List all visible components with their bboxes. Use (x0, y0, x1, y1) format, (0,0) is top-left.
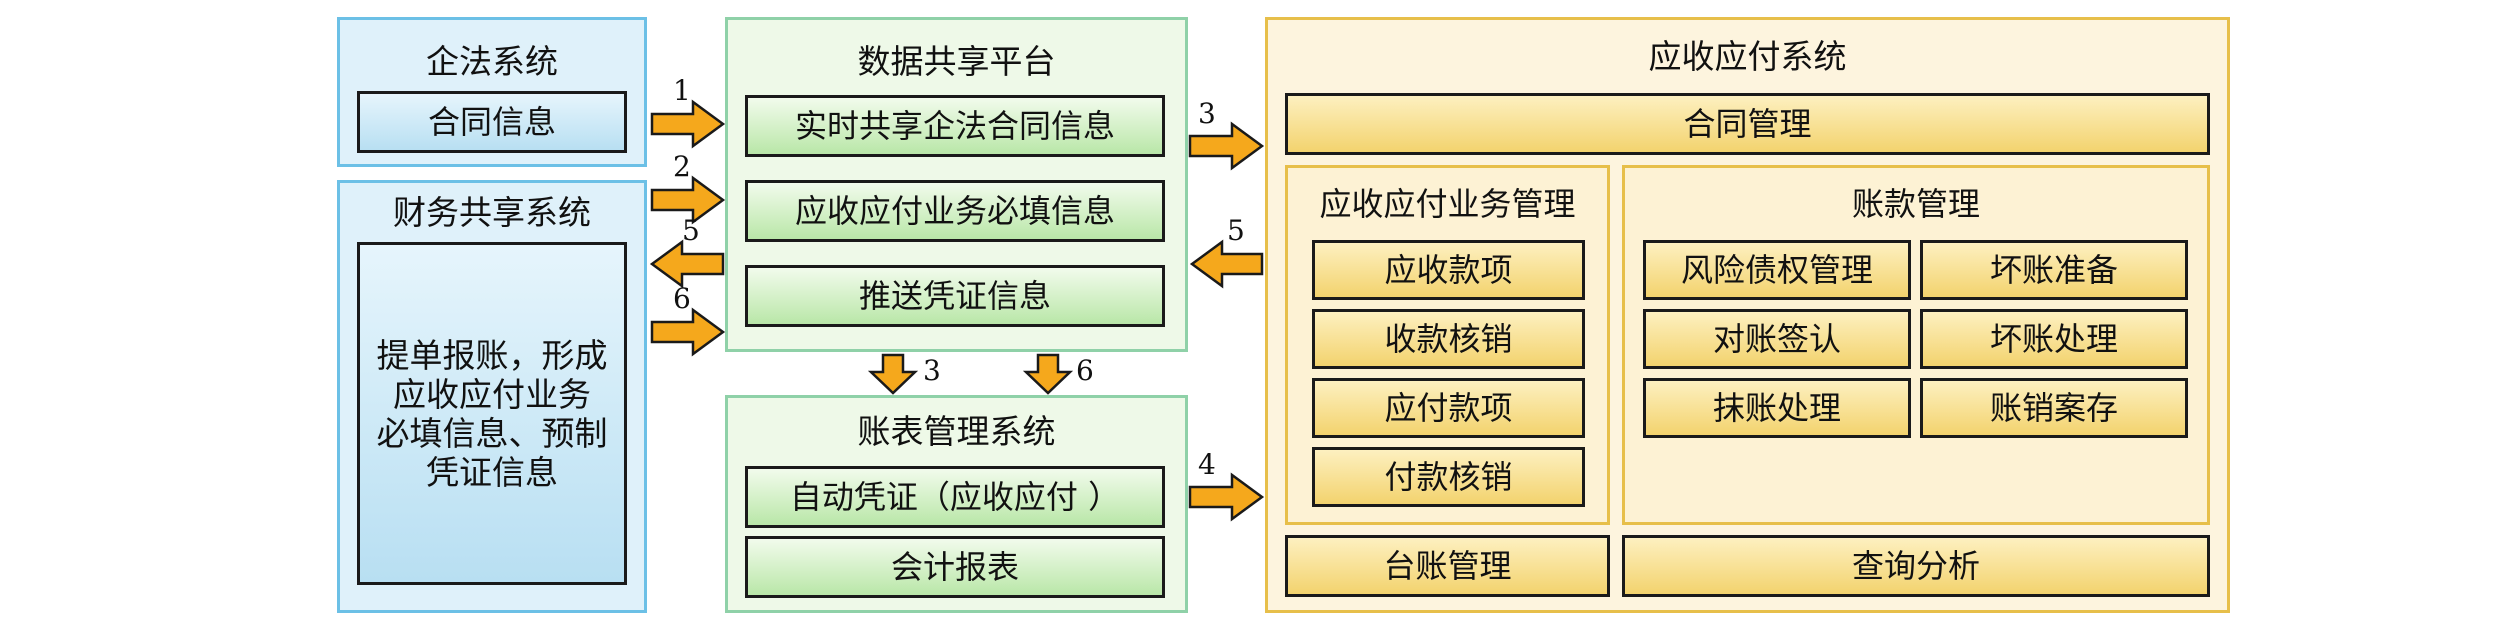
platform-item-push-voucher: 推送凭证信息 (745, 265, 1165, 327)
report-item-accounting-report: 会计报表 (745, 536, 1165, 598)
arrow-label-6-down: 6 (1076, 354, 1094, 387)
account-item-written-off-archive: 账销案存 (1920, 378, 2188, 438)
ar-ap-system-title: 应收应付系统 (1648, 37, 1847, 76)
arrow-finance-to-platform-6 (650, 307, 726, 357)
arrow-arap-to-platform (1189, 239, 1264, 289)
arrow-label-2: 2 (673, 150, 691, 183)
arrow-label-3-right: 3 (1198, 97, 1216, 130)
report-item-auto-voucher: 自动凭证（应收应付 ） (745, 466, 1165, 528)
arrow-report-to-arap (1188, 472, 1265, 522)
arrow-label-3-down: 3 (923, 354, 941, 387)
platform-item-realtime-contract: 实时共享企法合同信息 (745, 95, 1165, 157)
account-management-title: 账款管理 (1851, 185, 1980, 223)
arrow-label-4: 4 (1198, 448, 1216, 481)
data-platform-title: 数据共享平台 (857, 42, 1056, 81)
query-analysis-box: 查询分析 (1622, 535, 2210, 597)
report-system-title: 账表管理系统 (857, 412, 1056, 451)
arrow-platform-to-arap (1188, 121, 1265, 171)
finance-process-text: 提单报账，形成 应收应付业务 必填信息、预制 凭证信息 (376, 335, 608, 492)
platform-item-required-info: 应收应付业务必填信息 (745, 180, 1165, 242)
arrow-label-5-left: 5 (682, 214, 700, 247)
account-item-risk-claims: 风险债权管理 (1643, 240, 1911, 300)
finance-process-box: 提单报账，形成 应收应付业务 必填信息、预制 凭证信息 (357, 242, 627, 585)
ledger-management-box: 台账管理 (1285, 535, 1610, 597)
business-management-title: 应收应付业务管理 (1319, 185, 1576, 223)
business-item-receipt-writeoff: 收款核销 (1312, 309, 1585, 369)
arrow-platform-to-finance (649, 239, 725, 289)
business-item-payment-writeoff: 付款核销 (1312, 447, 1585, 507)
account-item-bad-debt-provision: 坏账准备 (1920, 240, 2188, 300)
business-item-payables: 应付款项 (1312, 378, 1585, 438)
business-item-receivables: 应收款项 (1312, 240, 1585, 300)
finance-system-title: 财务共享系统 (393, 193, 591, 232)
account-item-offset-handling: 抹账处理 (1643, 378, 1911, 438)
account-item-bad-debt-handling: 坏账处理 (1920, 309, 2188, 369)
account-item-reconciliation: 对账签认 (1643, 309, 1911, 369)
contract-management-box: 合同管理 (1285, 93, 2210, 155)
arrow-label-6-left: 6 (673, 282, 691, 315)
arrow-platform-down-6 (1022, 353, 1074, 395)
legal-contract-info-box: 合同信息 (357, 91, 627, 153)
arrow-label-5-right: 5 (1227, 214, 1245, 247)
arrow-platform-down-3 (867, 353, 919, 395)
legal-system-title: 企法系统 (426, 42, 558, 81)
arrow-label-1: 1 (673, 74, 691, 107)
arrow-legal-to-platform (650, 99, 726, 149)
arrow-finance-to-platform (650, 175, 726, 225)
